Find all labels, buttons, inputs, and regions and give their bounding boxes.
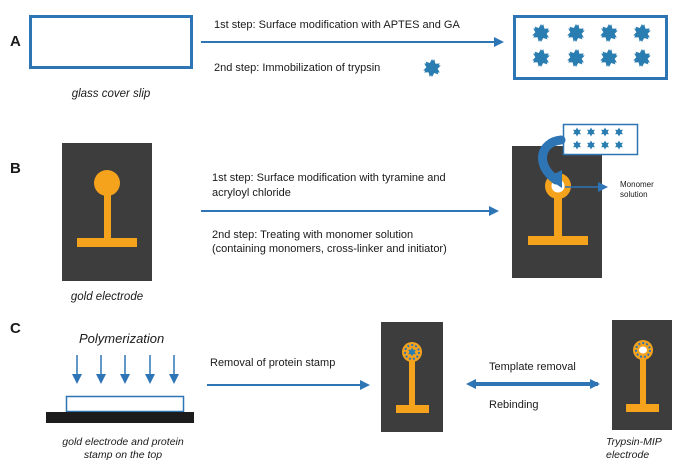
panel-c-removal-stamp: Removal of protein stamp: [210, 357, 336, 369]
panel-b-step1-line1: 1st step: Surface modification with tyra…: [212, 172, 446, 184]
panel-a-step1: 1st step: Surface modification with APTE…: [214, 19, 460, 31]
panel-b-label: B: [10, 160, 21, 177]
panel-a-step2: 2nd step: Immobilization of trypsin: [214, 62, 381, 74]
caption-trypsin-mip: Trypsin-MIP electrode: [606, 436, 683, 462]
polymerization-label: Polymerization: [79, 331, 165, 346]
star-burst-icon: [422, 57, 442, 79]
caption-c-right-line2: electrode: [606, 449, 650, 461]
caption-gold-electrode: gold electrode: [70, 291, 144, 303]
rebinding-label: Rebinding: [489, 399, 539, 411]
monomer-label-line1: Monomer: [620, 180, 654, 189]
stamp-curve-arrow: [538, 135, 566, 185]
protein-stamp: [513, 15, 668, 80]
glass-cover-slip: [29, 15, 193, 69]
monomer-label-line2: solution: [620, 190, 648, 199]
protein-stamp-stars: [531, 22, 652, 69]
electrode-substrate: [46, 412, 194, 423]
polymerization-arrows: [72, 355, 179, 384]
panel-b-step2-line2: (containing monomers, cross-linker and i…: [212, 243, 447, 255]
stamp-on-electrode: [65, 395, 185, 413]
caption-glass-cover-slip: glass cover slip: [71, 88, 151, 100]
caption-c-left-line2: stamp on the top: [83, 449, 163, 461]
caption-c-right-line1: Trypsin-MIP: [606, 436, 662, 448]
protein-stamp-small: [562, 123, 639, 156]
template-removal-label: Template removal: [489, 361, 576, 373]
gold-electrode-right: [512, 146, 602, 278]
caption-c-left-line1: gold electrode and protein: [62, 436, 184, 448]
panel-a-label: A: [10, 33, 21, 50]
mip-electrode-middle: [381, 322, 443, 432]
gold-electrode-left: [62, 143, 152, 281]
panel-c-label: C: [10, 320, 21, 337]
panel-b-step2-line1: 2nd step: Treating with monomer solution: [212, 229, 414, 241]
panel-b-step1-line2: acryloyl chloride: [212, 187, 291, 199]
caption-electrode-and-stamp: gold electrode and protein stamp on the …: [28, 436, 218, 462]
trypsin-mip-electrode: [612, 320, 672, 430]
monomer-solution-label: Monomer solution: [620, 180, 654, 200]
